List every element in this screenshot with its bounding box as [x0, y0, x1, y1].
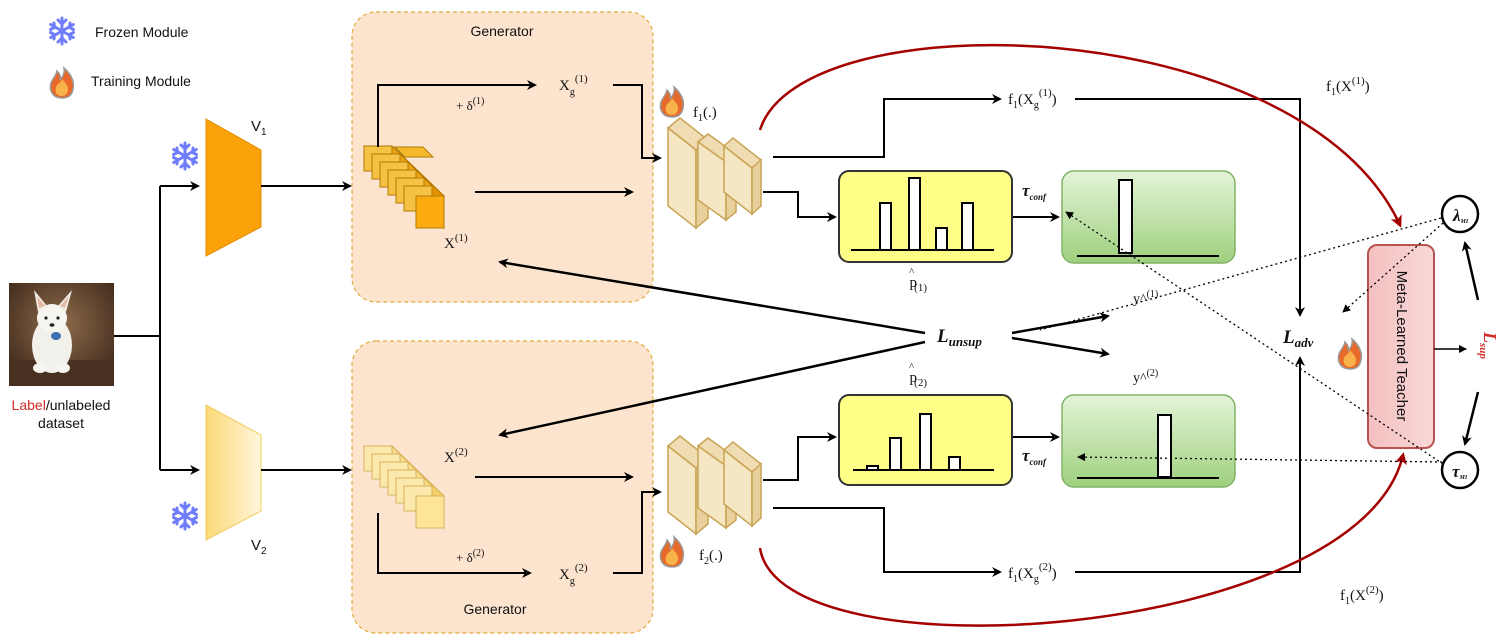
pseudo-box-top [1061, 170, 1236, 264]
flame-icon [659, 536, 685, 568]
encoder-v2 [205, 404, 262, 541]
encoder-v1-label: V1 [251, 118, 267, 138]
f2-label: f2(.) [699, 548, 723, 567]
xg1-label: Xg(1) [559, 73, 588, 98]
delta2-label: + δ(2) [456, 548, 484, 565]
y-hat-1-label: y^(1) [1133, 289, 1158, 307]
feature-stack-bottom [362, 445, 446, 530]
tau-conf-top-label: τconf [1022, 181, 1047, 202]
meta-learned-teacher-box [1367, 244, 1435, 449]
f1-xg1-label: f1(Xg(1)) [1008, 87, 1057, 111]
prob-bars-top [851, 177, 994, 251]
generator-top-title: Generator [470, 23, 533, 39]
encoder-out-connectors [261, 181, 352, 475]
f1-label: f1(.) [693, 105, 717, 124]
dotted-connections [1039, 211, 1444, 465]
unsup-arrows [498, 258, 1110, 439]
delta1-label: + δ(1) [456, 96, 484, 113]
generator-bottom-arrows [377, 472, 662, 578]
legend: Frozen Module Training Module [49, 16, 191, 99]
snowflake-icon [49, 16, 75, 46]
teacher-param-arrows [1461, 241, 1480, 446]
legend-training-label: Training Module [91, 73, 191, 89]
dataset-label-line1: Label/unlabeled [12, 397, 111, 413]
feature-x2-label: X(2) [444, 446, 468, 466]
flame-icon [1337, 338, 1363, 370]
network-f2 [666, 435, 763, 536]
network-output-arrows [763, 94, 1305, 577]
pseudo-bar-bottom [1077, 414, 1219, 479]
p-hat-1-label: p^(1) [909, 266, 927, 294]
encoder-v1 [205, 118, 262, 257]
y-hat-2-label: y^(2) [1133, 368, 1158, 386]
network-f1 [666, 117, 763, 230]
encoder-v2-label: V2 [251, 537, 267, 557]
generator-bottom-title: Generator [463, 601, 526, 617]
flame-icon [659, 86, 685, 118]
red-feedback-arrows [758, 43, 1407, 627]
tau-mi-label: τMI [1452, 462, 1468, 481]
lambda-mi-label: λMI [1452, 206, 1469, 225]
legend-frozen-label: Frozen Module [95, 24, 189, 40]
loss-unsup-label: Lunsup [936, 326, 982, 349]
feature-stack-top [362, 145, 446, 230]
dataset-connectors [114, 181, 200, 475]
generator-top-arrows [377, 80, 662, 197]
snowflake-icon [172, 501, 198, 531]
prob-bars-bottom [853, 413, 994, 471]
generator-bottom-box [351, 340, 654, 634]
prob-box-top [838, 170, 1013, 263]
pseudo-bar-top [1077, 179, 1219, 257]
teacher-label: Meta-Learned Teacher [1393, 271, 1410, 422]
tau-mi-node [1440, 450, 1480, 490]
loss-sup-label: Lsup [1477, 331, 1496, 359]
snowflake-icon [172, 141, 198, 171]
feature-x1-label: X(1) [444, 232, 468, 252]
loss-adv-label: Ladv [1282, 327, 1314, 350]
f1-x2-label: f1(X(2)) [1340, 584, 1384, 607]
tau-conf-bottom-label: τconf [1022, 446, 1047, 467]
p-hat-2-label: p^(2) [909, 361, 927, 389]
flame-icon [49, 67, 75, 99]
lambda-mi-node [1440, 194, 1480, 234]
f1-xg2-label: f1(Xg(2)) [1008, 561, 1057, 585]
dataset-label-line2: dataset [38, 415, 84, 431]
pseudo-box-bottom [1061, 394, 1236, 488]
f1-x1-label: f1(X(1)) [1326, 75, 1370, 98]
xg2-label: Xg(2) [559, 562, 588, 587]
dataset-image [9, 283, 114, 386]
